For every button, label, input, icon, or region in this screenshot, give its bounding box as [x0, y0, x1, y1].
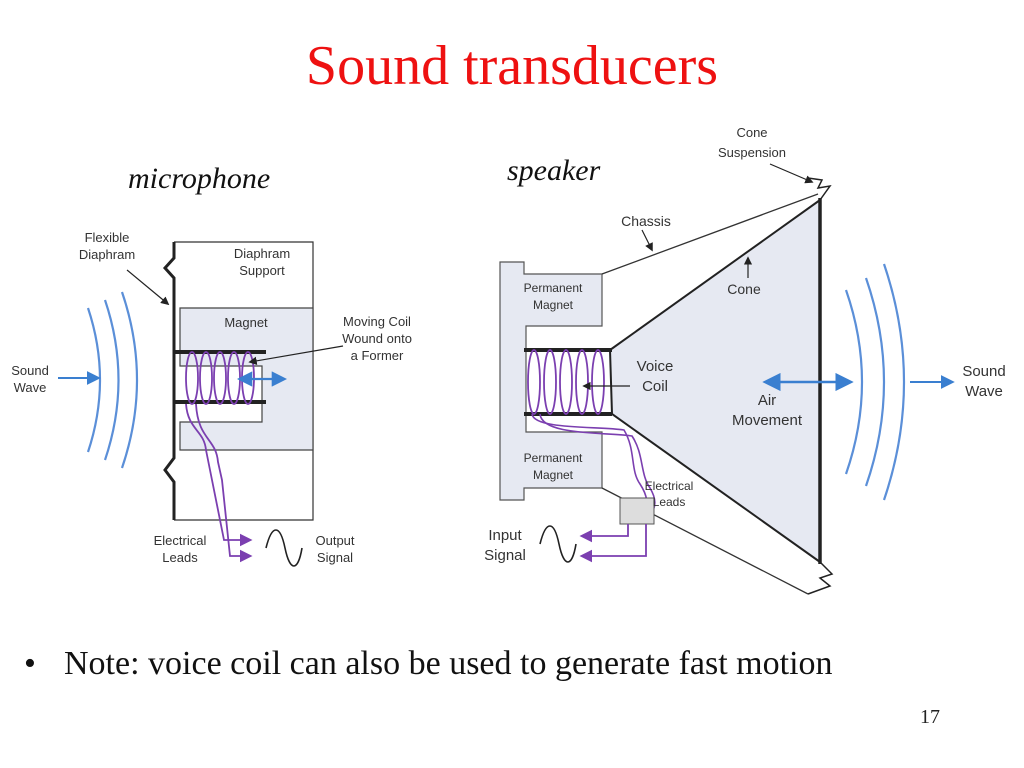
mic-label-leads: Electrical [154, 533, 207, 548]
speaker-caption: speaker [507, 154, 601, 187]
mic-lead-1 [185, 403, 253, 547]
mic-label-flexible: Flexible [85, 230, 130, 245]
microphone-diagram: Flexible Diaphram Diaphram Support Magne… [11, 230, 412, 567]
mic-label-support: Diaphram [234, 246, 290, 261]
mic-diaphragm [162, 242, 176, 520]
bullet-symbol: • [24, 645, 36, 682]
mic-label-flexible-2: Diaphram [79, 247, 135, 262]
speaker-label-leads: Electrical [645, 479, 694, 493]
mic-former-bottom [174, 400, 266, 404]
speaker-chassis-pointer [641, 229, 653, 252]
mic-label-sound: Sound [11, 363, 49, 378]
transducer-diagram: Flexible Diaphram Diaphram Support Magne… [11, 125, 1006, 595]
mic-label-leads-2: Leads [162, 550, 198, 565]
speaker-diagram: Cone Suspension Chassis Cone Permanent M… [484, 125, 1006, 595]
speaker-label-cone-susp-2: Suspension [718, 145, 786, 160]
speaker-label-leads-2: Leads [653, 495, 686, 509]
speaker-label-pm-bottom-2: Magnet [533, 468, 574, 482]
speaker-terminal [619, 497, 655, 525]
speaker-input-sine-icon [539, 525, 577, 563]
speaker-chassis-top [601, 193, 819, 275]
speaker-suspension-top [807, 177, 832, 201]
speaker-label-voice: Voice [637, 358, 674, 375]
slide-title: Sound transducers [305, 35, 719, 97]
speaker-input-lead-2 [579, 524, 647, 563]
mic-flexible-pointer [126, 269, 170, 306]
mic-label-coil-2: Wound onto [342, 331, 412, 346]
speaker-label-cone-susp: Cone [736, 125, 767, 140]
mic-label-sound-2: Wave [14, 380, 47, 395]
speaker-former-bottom [524, 412, 612, 416]
speaker-label-pm-top-2: Magnet [533, 298, 574, 312]
mic-output-sine-icon [265, 529, 303, 567]
mic-sound-waves [86, 291, 139, 469]
speaker-magnet [499, 261, 603, 501]
speaker-suspension-bottom [807, 561, 834, 595]
speaker-sound-waves [844, 263, 906, 501]
mic-magnet [179, 307, 314, 451]
page-number: 17 [920, 706, 940, 728]
speaker-label-chassis: Chassis [621, 213, 671, 229]
mic-coil-pointer [248, 345, 344, 365]
speaker-suspension-pointer [769, 163, 814, 184]
speaker-label-voice-2: Coil [642, 378, 668, 395]
speaker-label-input: Input [488, 527, 522, 544]
mic-label-coil-3: a Former [351, 348, 404, 363]
mic-label-coil: Moving Coil [343, 314, 411, 329]
mic-label-output: Output [315, 533, 354, 548]
speaker-former-top [524, 348, 612, 352]
mic-label-output-2: Signal [317, 550, 353, 565]
speaker-label-sound: Sound [962, 363, 1005, 380]
mic-label-magnet: Magnet [224, 315, 268, 330]
speaker-label-cone: Cone [727, 281, 761, 297]
mic-label-support-2: Support [239, 263, 285, 278]
speaker-label-air-2: Movement [732, 412, 803, 429]
microphone-caption: microphone [128, 162, 271, 195]
speaker-label-air: Air [758, 392, 776, 409]
mic-lead-2 [195, 403, 253, 563]
speaker-label-input-2: Signal [484, 547, 526, 564]
speaker-label-pm-top: Permanent [524, 281, 583, 295]
bullet-text: Note: voice coil can also be used to gen… [64, 645, 833, 682]
speaker-input-lead-1 [579, 524, 629, 543]
speaker-lead-2 [539, 413, 656, 513]
speaker-label-pm-bottom: Permanent [524, 451, 583, 465]
speaker-voice-coil [527, 349, 605, 415]
bullet-note: • Note: voice coil can also be used to ge… [24, 640, 1004, 688]
speaker-label-sound-2: Wave [965, 383, 1003, 400]
